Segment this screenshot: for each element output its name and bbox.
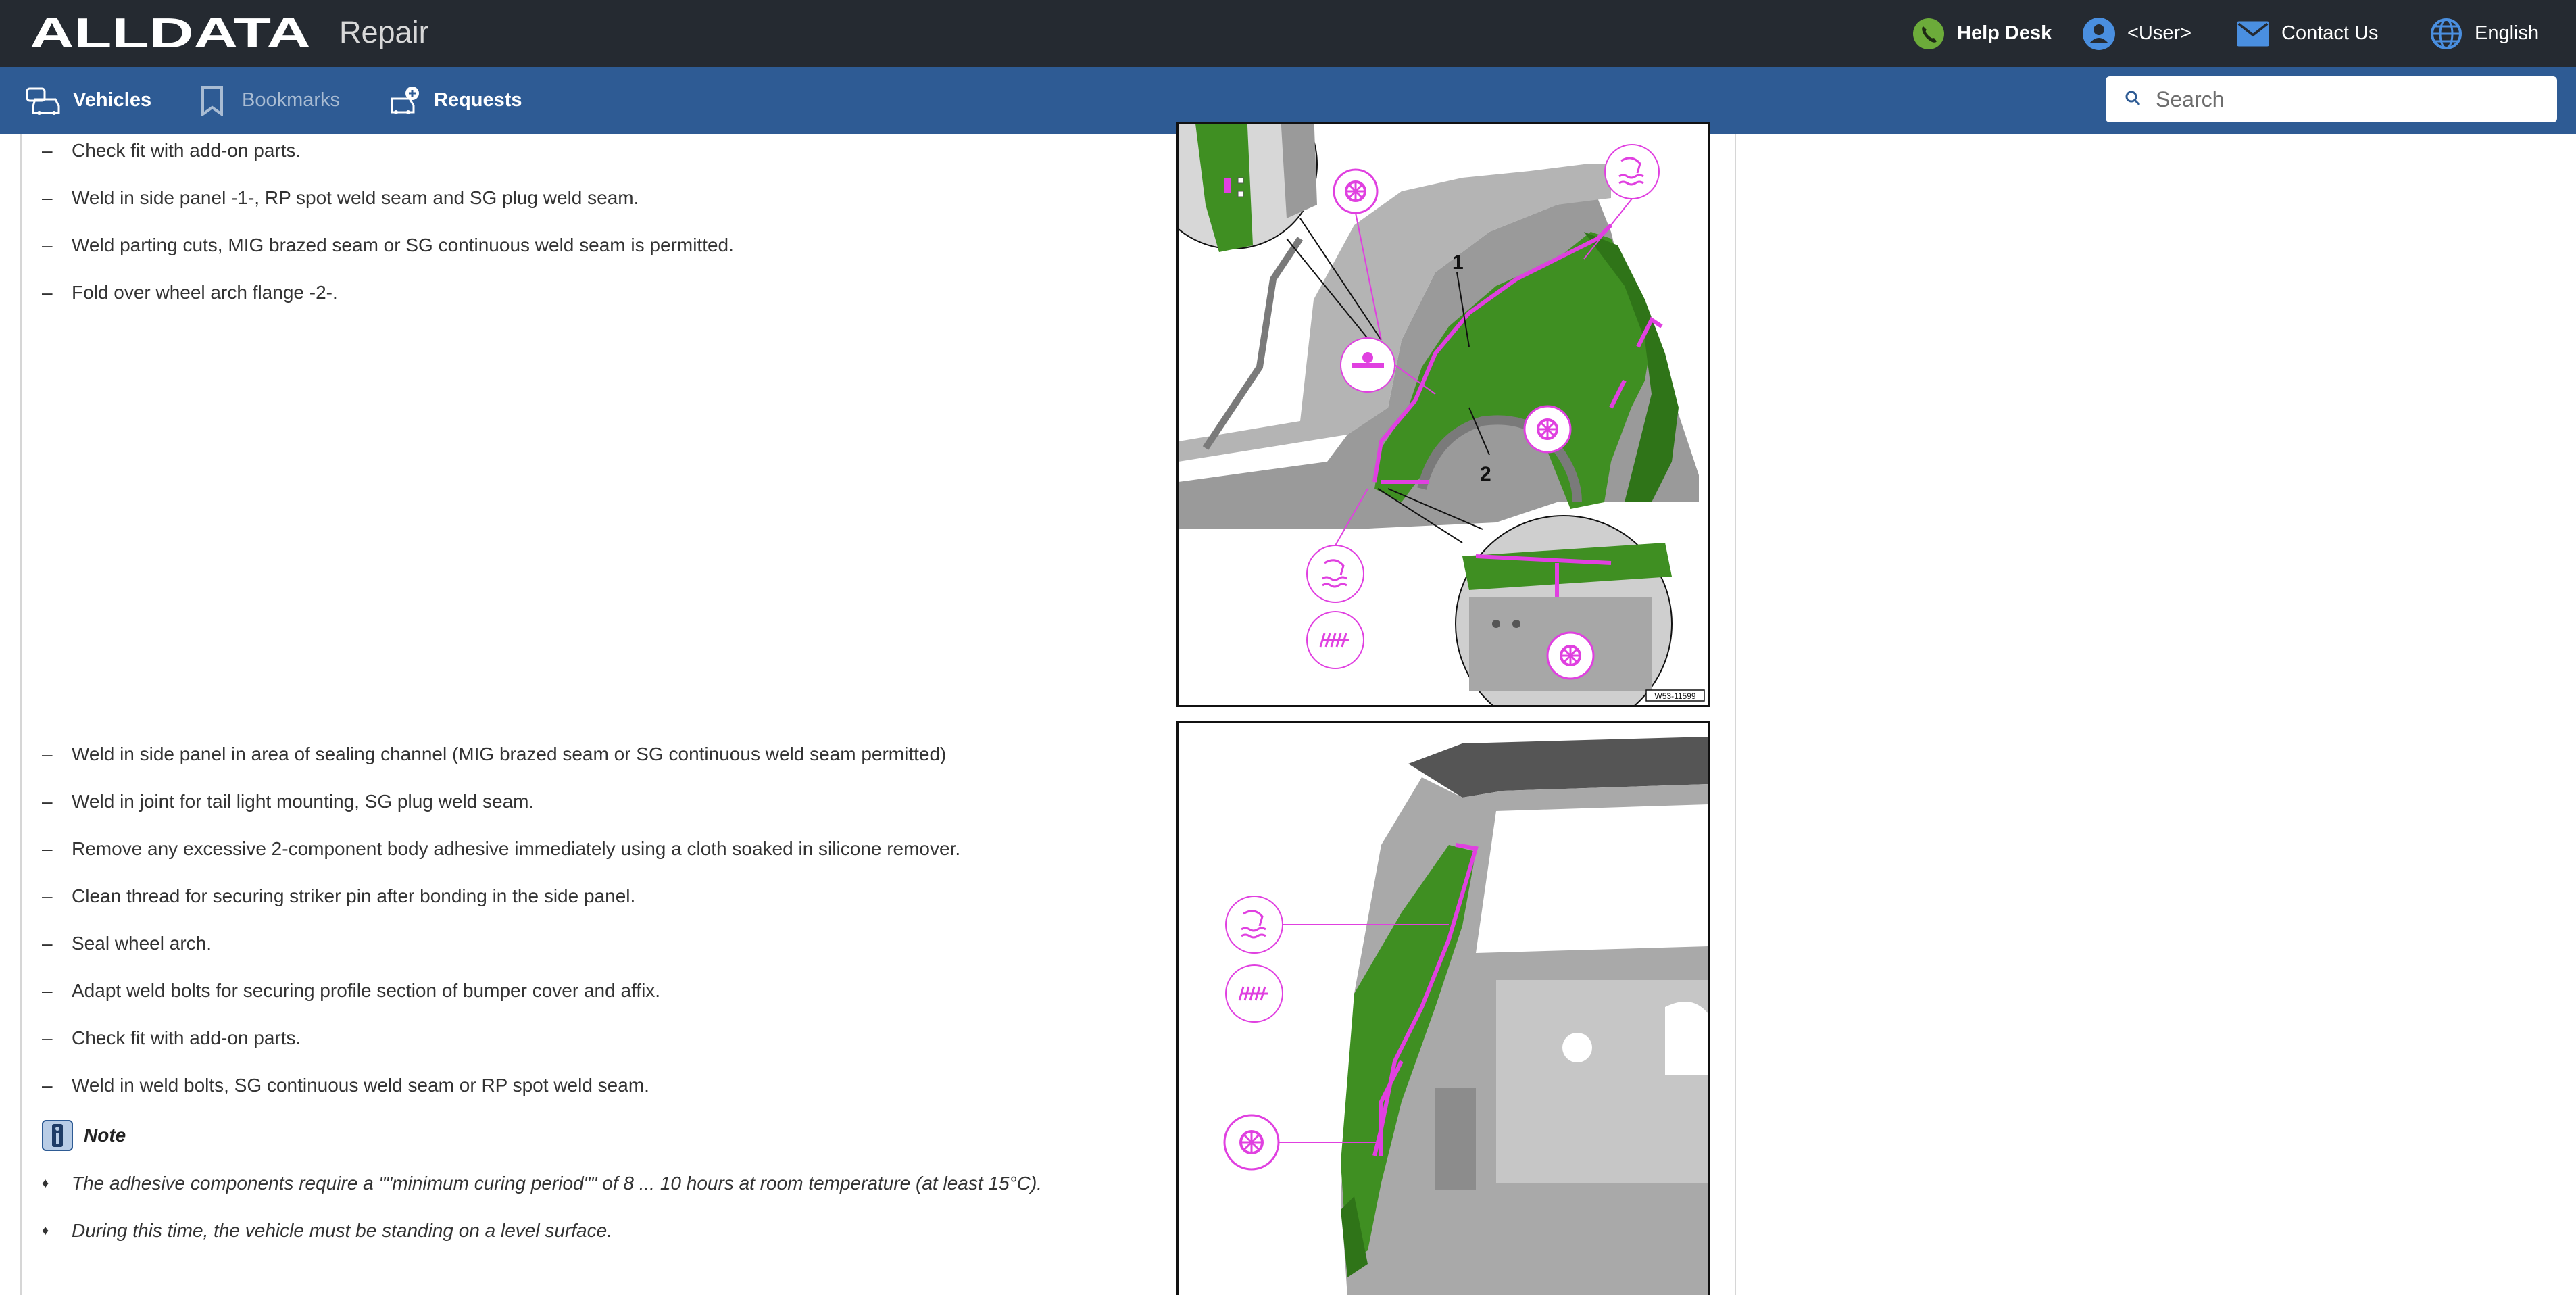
step-item: –Clean thread for securing striker pin a… (42, 885, 636, 906)
nav-bookmarks-label: Bookmarks (242, 89, 341, 111)
globe-icon (2430, 18, 2462, 50)
rear-panel-weld-diagram (1176, 721, 1710, 1295)
image-code: W53-11599 (1654, 691, 1695, 701)
callout-2: 2 (1480, 463, 1491, 485)
step-item: –Adapt weld bolts for securing profile s… (42, 980, 661, 1001)
brazed-seam-symbol-icon (1604, 144, 1660, 199)
step-item: –Remove any excessive 2-component body a… (42, 838, 961, 859)
phone-icon (1912, 18, 1945, 50)
alldata-logo[interactable]: ALLDATA (30, 10, 314, 57)
bookmark-icon (195, 83, 230, 118)
nav-vehicles-label: Vehicles (73, 89, 152, 111)
step-item: –Weld in side panel in area of sealing c… (42, 743, 947, 764)
spot-weld-symbol-icon (1333, 168, 1379, 214)
step-item: –Check fit with add-on parts. (42, 1027, 301, 1048)
language-selector[interactable]: English (2430, 0, 2539, 67)
note-bullet: ♦During this time, the vehicle must be s… (42, 1220, 612, 1241)
user-label: <User> (2127, 22, 2192, 44)
nav-requests[interactable]: Requests (387, 67, 522, 134)
help-desk-label: Help Desk (1957, 22, 2052, 44)
requests-icon (387, 83, 422, 118)
spot-weld-symbol-icon (1546, 631, 1595, 680)
content-area (20, 134, 1736, 1295)
note-label: Note (84, 1125, 126, 1146)
top-header: ALLDATA Repair Help Desk <User> Contact … (0, 0, 2576, 67)
step-item: –Fold over wheel arch flange -2-. (42, 282, 338, 303)
mail-icon (2237, 18, 2269, 50)
note-header: Note (42, 1119, 126, 1152)
user-menu[interactable]: <User> (2083, 0, 2191, 67)
plug-weld-symbol-icon (1340, 337, 1395, 393)
contact-us-label: Contact Us (2281, 22, 2379, 44)
svg-text:ALLDATA: ALLDATA (30, 14, 311, 51)
step-item: –Weld in side panel -1-, RP spot weld se… (42, 187, 639, 208)
diagram-illustration (1179, 723, 1708, 1295)
diagram-illustration: 1 2 (1179, 124, 1708, 705)
step-item: –Seal wheel arch. (42, 933, 212, 954)
search-box[interactable] (2106, 76, 2557, 122)
note-bullet: ♦The adhesive components require a ""min… (42, 1173, 1043, 1194)
step-item: –Weld in joint for tail light mounting, … (42, 791, 535, 812)
continuous-weld-symbol-icon (1225, 964, 1283, 1023)
nav-vehicles[interactable]: Vehicles (26, 67, 151, 134)
side-panel-weld-diagram: 1 2 (1176, 122, 1710, 707)
product-title: Repair (339, 15, 429, 49)
step-item: –Weld in weld bolts, SG continuous weld … (42, 1075, 649, 1096)
help-desk-link[interactable]: Help Desk (1912, 0, 2052, 67)
search-icon (2125, 90, 2141, 109)
vehicles-icon (26, 83, 61, 118)
user-icon (2083, 17, 2115, 50)
language-label: English (2475, 22, 2540, 44)
continuous-weld-symbol-icon (1306, 611, 1364, 669)
step-item: –Check fit with add-on parts. (42, 140, 301, 161)
search-input[interactable] (2154, 86, 2535, 113)
step-item: –Weld parting cuts, MIG brazed seam or S… (42, 235, 734, 255)
contact-us-link[interactable]: Contact Us (2237, 0, 2378, 67)
info-icon (42, 1120, 73, 1151)
spot-weld-symbol-icon (1223, 1114, 1280, 1171)
brazed-seam-symbol-icon (1225, 896, 1283, 954)
callout-1: 1 (1452, 251, 1464, 274)
brazed-seam-symbol-icon (1306, 545, 1364, 603)
nav-bookmarks[interactable]: Bookmarks (195, 67, 340, 134)
nav-requests-label: Requests (434, 89, 522, 111)
spot-weld-symbol-icon (1523, 405, 1572, 454)
